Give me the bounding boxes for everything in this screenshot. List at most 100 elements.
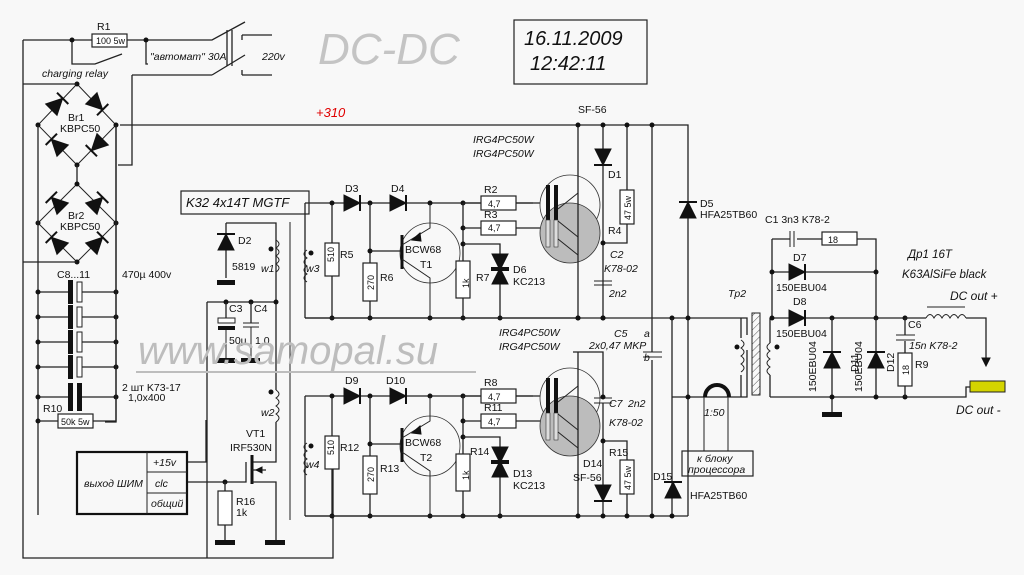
datetime-box bbox=[513, 19, 648, 85]
r9-value: 18 bbox=[901, 365, 911, 375]
r7-value: 1k bbox=[461, 278, 471, 288]
c4-label: C4 bbox=[254, 303, 268, 315]
film-cap-note-2: 1,0x400 bbox=[128, 392, 166, 404]
d15-label: D15 bbox=[653, 471, 672, 483]
bulk-capacitor bbox=[35, 305, 119, 329]
pwm-pin-clc: clc bbox=[155, 478, 169, 490]
r14-label: R14 bbox=[470, 446, 489, 458]
r8-label: R8 bbox=[484, 377, 498, 389]
igbt-top-part-1: IRG4PC50W bbox=[473, 134, 535, 146]
c7-value: 2n2 bbox=[627, 398, 646, 410]
driver-top-labels: D3 D4 R5 510 R6 270 BCW68 T1 R7 1k D6 KC… bbox=[306, 183, 545, 290]
aux-supply: K32 4x14T MGTF D2 5819 w1 C3 50µ C4 50µ … bbox=[180, 190, 310, 558]
c4-value: 1.0 bbox=[255, 335, 270, 347]
r11-label: R11 bbox=[484, 402, 503, 414]
pwm-pin-common: общий bbox=[151, 498, 184, 510]
t1-part: BCW68 bbox=[405, 244, 441, 256]
bridge-br2: Br2 KBPC50 bbox=[35, 181, 119, 265]
c3-value: 50µ bbox=[229, 335, 247, 347]
bulk-capacitor bbox=[35, 330, 119, 354]
r8-value: 4,7 bbox=[488, 392, 501, 402]
r1-label: R1 bbox=[97, 21, 111, 33]
core-label: K32 4x14T MGTF bbox=[186, 195, 290, 210]
bridge-midpoint: C5 2x0,47 MKP a b bbox=[305, 315, 748, 516]
r15-value: 47 5w bbox=[623, 465, 633, 490]
top-half-bridge: SF-56 D1 47 5w R4 C2 K78-02 2n2 bbox=[575, 104, 655, 318]
bottom-gate-r-b bbox=[480, 413, 517, 429]
bottom-half-bridge: C7 2n2 K78-02 R15 D14 SF-56 47 5w bbox=[573, 351, 646, 516]
d10-label: D10 bbox=[386, 375, 405, 387]
d2-part: 5819 bbox=[232, 261, 256, 273]
top-gate-r-b bbox=[480, 220, 517, 236]
vt1-part: IRF530N bbox=[230, 442, 272, 454]
r4-label: R4 bbox=[608, 225, 622, 237]
d13-part: KC213 bbox=[513, 480, 545, 492]
film-cap-note-1: 2 шт K73-17 bbox=[122, 382, 181, 394]
capacitor-bank: C8...11 470µ 400v 2 шт K73-17 1,0x400 R1… bbox=[35, 125, 181, 429]
driver-bottom bbox=[303, 367, 601, 519]
output-stage: C1 3n3 K78-2 18 D7 150EBU04 D8 150EBU04 … bbox=[765, 214, 1006, 417]
r2-value: 4,7 bbox=[488, 199, 501, 209]
r7-label: R7 bbox=[476, 272, 490, 284]
mains-label: 220v bbox=[261, 51, 286, 63]
top-r1k bbox=[455, 260, 471, 299]
c5-label: C5 bbox=[614, 328, 628, 340]
c2-value: 2n2 bbox=[608, 288, 627, 300]
r16-resistor bbox=[217, 490, 233, 526]
d12-label: D12 bbox=[885, 353, 897, 372]
pwm-pin-15v: +15v bbox=[153, 457, 177, 469]
c1-label: C1 3n3 K78-2 bbox=[765, 214, 830, 226]
t2-label: T2 bbox=[420, 452, 432, 464]
br2-name: Br2 bbox=[68, 210, 85, 222]
cap-bank-value: 470µ 400v bbox=[122, 269, 172, 281]
bottom-r1k bbox=[455, 453, 471, 492]
d5-label: D5 bbox=[700, 198, 714, 210]
d7-label: D7 bbox=[793, 252, 807, 264]
igbt-bottom-part-2: IRG4PC50W bbox=[499, 341, 561, 353]
input-section: 100 5w R1 charging relay "автомат" 30A 2… bbox=[22, 21, 689, 559]
igbt-bottom-part-1: IRG4PC50W bbox=[499, 327, 561, 339]
d13-label: D13 bbox=[513, 468, 532, 480]
r13-label: R13 bbox=[380, 463, 399, 475]
c3-label: C3 bbox=[229, 303, 243, 315]
r11-value: 4,7 bbox=[488, 417, 501, 427]
c2-type: K78-02 bbox=[604, 263, 638, 275]
cap-bank-name: C8...11 bbox=[57, 269, 90, 281]
current-sensor: 1:50 к блоку процессора bbox=[672, 350, 754, 477]
d6-label: D6 bbox=[513, 264, 527, 276]
c2-label: C2 bbox=[610, 249, 624, 261]
r6-label: R6 bbox=[380, 272, 394, 284]
d3-label: D3 bbox=[345, 183, 359, 195]
vt1-label: VT1 bbox=[246, 428, 265, 440]
bottom-r510 bbox=[324, 435, 340, 470]
top-r270 bbox=[362, 262, 378, 302]
d9-label: D9 bbox=[345, 375, 359, 387]
charging-relay-label: charging relay bbox=[42, 68, 109, 80]
d7-part: 150EBU04 bbox=[776, 282, 827, 294]
processor-box bbox=[681, 450, 754, 477]
r16-value: 1k bbox=[236, 507, 248, 519]
pwm-block: выход ШИМ +15v clc общий bbox=[75, 450, 189, 516]
r15-label: R15 bbox=[609, 447, 628, 459]
r1-value: 100 5w bbox=[96, 36, 126, 46]
c1-r-value: 18 bbox=[828, 235, 838, 245]
bridge-br1: Br1 KBPC50 bbox=[35, 81, 119, 168]
br1-part: KBPC50 bbox=[60, 123, 100, 135]
time-text: 12:42:11 bbox=[530, 53, 606, 75]
film-capacitor bbox=[35, 383, 119, 411]
r2-label: R2 bbox=[484, 184, 498, 196]
r13-value: 270 bbox=[366, 467, 376, 482]
winding-w3: w3 bbox=[306, 263, 320, 275]
title: DC-DC bbox=[318, 25, 461, 74]
top-gate-r-a bbox=[480, 195, 517, 211]
br2-part: KBPC50 bbox=[60, 221, 100, 233]
c5-value: 2x0,47 MKP bbox=[588, 340, 646, 352]
r10-label: R10 bbox=[43, 403, 62, 415]
processor-label-2: процессора bbox=[688, 464, 745, 476]
t1-label: T1 bbox=[420, 259, 432, 271]
c7-type: K78-02 bbox=[609, 417, 643, 429]
d12-part: 150EBU04 bbox=[853, 341, 865, 392]
transformer-tp2: Tp2 bbox=[728, 288, 780, 397]
driver-top bbox=[303, 174, 601, 321]
r5-label: R5 bbox=[340, 249, 354, 261]
